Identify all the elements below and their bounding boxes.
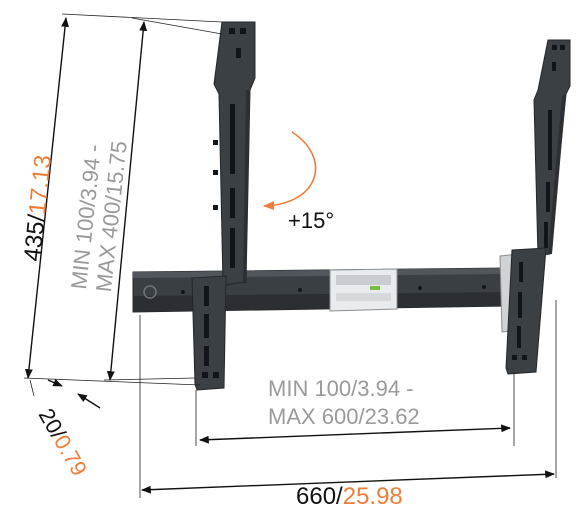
right-vertical-rail <box>499 39 571 375</box>
tilt-label: +15° <box>288 208 334 233</box>
dimension-lines <box>23 13 557 498</box>
center-lock-clip <box>329 268 398 312</box>
depth-label: 20/0.79 <box>34 404 92 480</box>
tilt-arrow <box>262 131 317 211</box>
vesa-horizontal-label: MIN 100/3.94 - MAX 600/23.62 <box>268 376 420 429</box>
wall-bar <box>132 267 509 313</box>
left-vertical-rail <box>191 21 256 391</box>
height-label: 435/17.13 <box>19 154 57 263</box>
vesa-vertical-label: MIN 100/3.94 - MAX 400/15.75 <box>66 137 132 293</box>
width-label: 660/25.98 <box>296 483 403 510</box>
